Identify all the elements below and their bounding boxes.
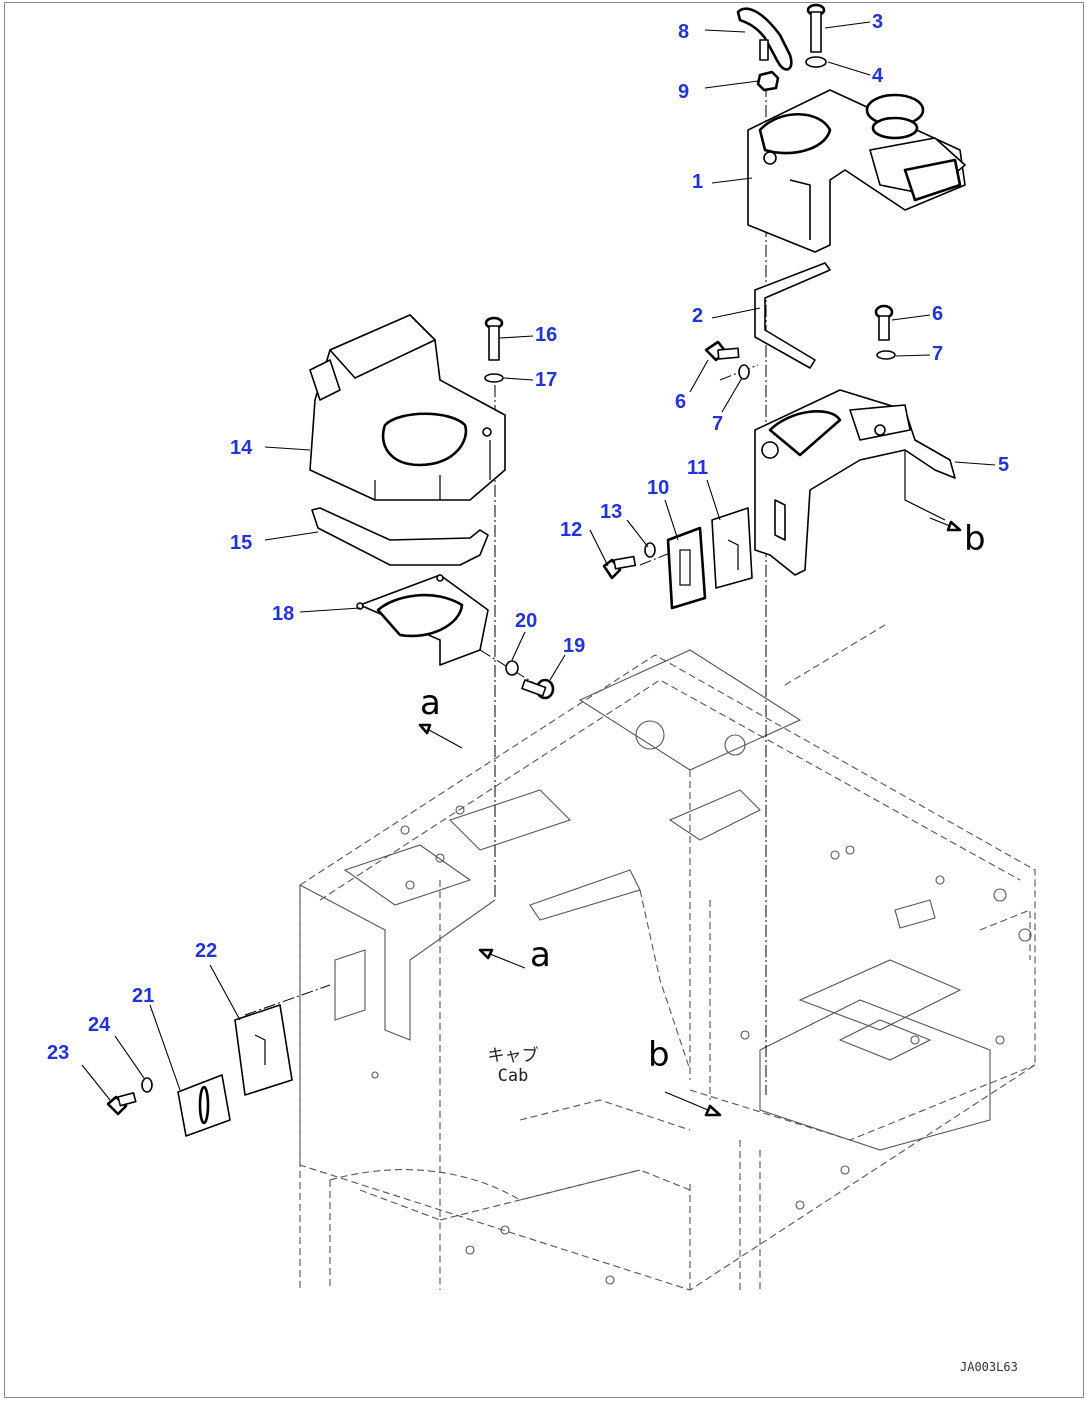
callout-8: 8: [678, 21, 690, 43]
part-9-nut: [756, 70, 780, 92]
reference-a-lower: a: [530, 935, 551, 975]
callout-15: 15: [230, 532, 253, 554]
reference-a-upper: a: [420, 683, 441, 723]
cab-outline: [299, 624, 1036, 1291]
callout-6-lower: 6: [675, 391, 687, 413]
part-4-washer: [805, 56, 827, 68]
callout-20: 20: [515, 610, 538, 632]
part-21-cover-plate: [177, 1074, 231, 1137]
cab-label-jp: キャブ: [487, 1046, 539, 1066]
part-6-bolt-upper: [874, 304, 894, 341]
callout-11: 11: [687, 457, 709, 479]
callout-14: 14: [230, 437, 253, 459]
part-12-bolt: [602, 555, 637, 580]
callout-9: 9: [678, 81, 690, 103]
part-1-upper-cover: [747, 89, 966, 253]
part-6-bolt-lower: [704, 340, 740, 362]
part-5-bracket: [754, 389, 956, 576]
callout-3: 3: [872, 11, 884, 33]
drawing-code: JA003L63: [960, 1360, 1018, 1374]
callout-16: 16: [535, 324, 558, 346]
drawing-frame: [4, 2, 1084, 1398]
reference-b-lower: b: [648, 1035, 670, 1075]
part-23-bolt: [106, 1092, 137, 1116]
callout-2: 2: [692, 305, 704, 327]
part-17-washer: [484, 373, 504, 383]
part-7-washer-lower: [738, 364, 750, 380]
callout-18: 18: [272, 603, 295, 625]
callout-17: 17: [535, 369, 558, 391]
direction-arrows: [418, 517, 962, 1117]
callout-22: 22: [195, 940, 218, 962]
callout-7-upper: 7: [932, 343, 944, 365]
part-14-console-cover: [309, 314, 506, 501]
part-19-bolt: [521, 678, 555, 700]
part-22-gasket-plate: [234, 1004, 293, 1096]
callout-5: 5: [998, 454, 1010, 476]
callout-10: 10: [647, 477, 670, 499]
callout-19: 19: [563, 635, 586, 657]
part-11-gasket-plate: [711, 507, 753, 589]
callout-13: 13: [600, 501, 623, 523]
callout-6-upper: 6: [932, 303, 944, 325]
part-16-bolt: [484, 316, 504, 361]
callout-23: 23: [47, 1042, 70, 1064]
callout-7-lower: 7: [712, 413, 724, 435]
part-10-cover-plate: [666, 526, 707, 610]
reference-b-upper: b: [964, 519, 986, 559]
part-20-washer: [505, 660, 519, 676]
part-2-strip: [754, 262, 831, 369]
callout-12: 12: [560, 519, 583, 541]
callout-4: 4: [872, 65, 884, 87]
part-7-washer-upper: [876, 350, 896, 360]
callout-leaders: [81, 21, 996, 1101]
part-8-handle: [736, 7, 793, 71]
part-24-washer: [141, 1077, 153, 1093]
cab-label: キャブ Cab: [478, 1046, 548, 1086]
part-3-bolt: [806, 3, 826, 53]
callout-21: 21: [132, 985, 155, 1007]
callout-1: 1: [692, 171, 704, 193]
cab-label-en: Cab: [497, 1066, 529, 1086]
callout-24: 24: [88, 1014, 111, 1036]
part-15-trim-strip: [311, 507, 489, 566]
part-18-base-plate: [356, 574, 489, 666]
